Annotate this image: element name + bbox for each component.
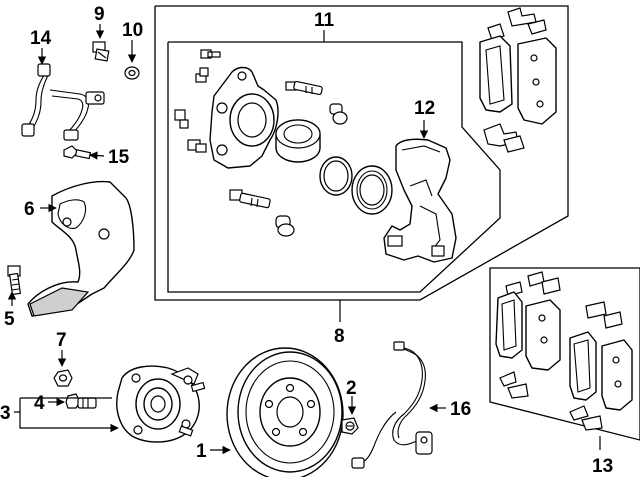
callout-3: 3 [0,403,11,424]
dust-boot [351,165,393,215]
brake-rotor [226,347,344,477]
callout-16: 16 [450,399,471,420]
callout-15: 15 [108,147,130,168]
splash-shield [27,180,135,317]
hose-bolt [63,145,92,160]
caliper-kit-box [167,41,501,293]
kit-brake-pad-b [525,299,561,371]
piston [275,119,321,163]
callout-13: 13 [592,456,613,477]
callout-2: 2 [346,378,357,399]
banjo-bolt [92,41,110,62]
piston-seal [319,156,353,196]
callout-14: 14 [30,28,52,49]
bleeder-screw [200,49,221,59]
callout-7: 7 [56,330,67,351]
callout-11: 11 [314,10,335,31]
upper-brake-pad-outer [479,35,513,113]
brake-hose [21,63,105,141]
kit-shims-top [505,271,561,297]
hub-nut [53,369,73,387]
guide-bolt-lower [229,189,295,237]
kit-brake-pad-c [569,331,597,401]
upper-shims [487,7,547,41]
shield-bolt [7,265,22,296]
kit-brake-pad-d [601,339,633,411]
callout-labels: 1 2 3 4 5 6 7 8 9 10 11 12 13 14 15 16 [0,4,613,477]
callout-4: 4 [34,393,45,414]
caliper-bracket [383,138,457,263]
upper-brake-pad-inner [517,37,557,125]
callout-10: 10 [122,20,143,41]
rotor-screw [341,417,359,435]
wheel-hub [116,365,206,443]
caliper-assembly-box [154,5,569,301]
guide-pins-left [174,109,207,153]
abs-sensor [351,341,433,469]
caliper-bolts-upper [285,80,348,125]
pad-kit-box [489,267,640,441]
callout-1: 1 [196,441,207,462]
kit-clips-bottom [499,371,603,431]
upper-pad-clips [483,123,525,153]
hub-bolt [65,393,97,409]
callout-8: 8 [334,326,345,347]
callout-6: 6 [24,199,35,220]
kit-brake-pad-a [495,291,523,359]
kit-shims-right [585,301,623,329]
callout-5: 5 [4,309,15,330]
sealing-washer [124,66,140,80]
caliper-housing [209,66,279,169]
callout-12: 12 [414,98,435,119]
callout-9: 9 [94,4,105,25]
leader-lines [7,24,601,455]
guide-pin-boot [195,67,209,83]
